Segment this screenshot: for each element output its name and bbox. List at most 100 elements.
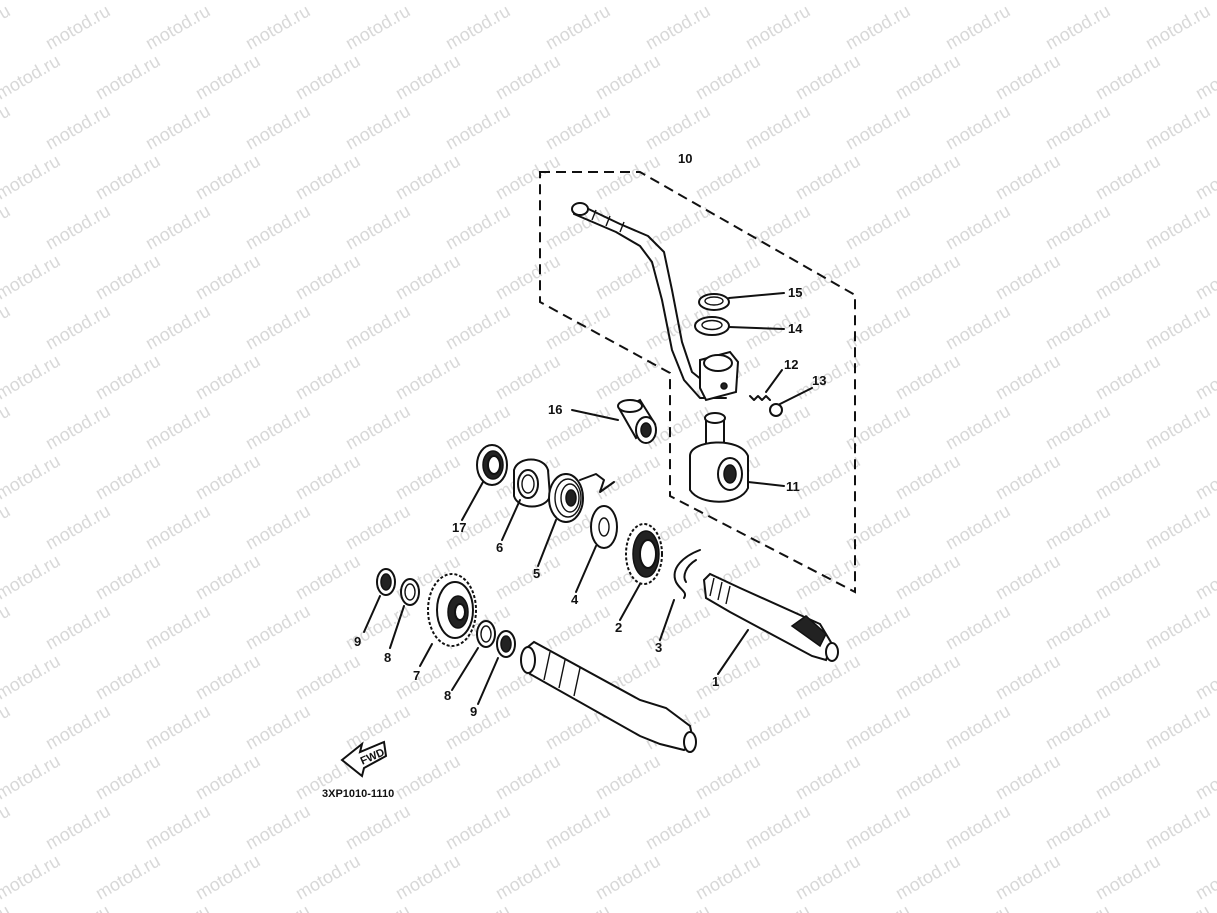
washer-14 [694, 316, 785, 336]
watermark-text: motod.ru [742, 1, 814, 54]
watermark-text: motod.ru [42, 801, 114, 854]
clip-3 [659, 549, 701, 641]
watermark-text: motod.ru [792, 451, 864, 504]
watermark-text: motod.ru [542, 1, 614, 54]
watermark-text: motod.ru [392, 251, 464, 304]
watermark-text: motod.ru [42, 701, 114, 754]
watermark-text: motod.ru [42, 201, 114, 254]
watermark-text: motod.ru [1042, 201, 1114, 254]
callout-15: 15 [788, 285, 802, 300]
ball-13 [769, 387, 813, 417]
watermark-text: motod.ru [742, 801, 814, 854]
watermark-text: motod.ru [42, 401, 114, 454]
callout-9a: 9 [354, 634, 361, 649]
watermark-text: motod.ru [1192, 851, 1217, 904]
watermark-text: motod.ru [142, 801, 214, 854]
watermark-text: motod.ru [492, 151, 564, 204]
watermark-text: motod.ru [142, 901, 214, 913]
watermark-text: motod.ru [92, 351, 164, 404]
watermark-text: motod.ru [592, 351, 664, 404]
watermark-text: motod.ru [892, 851, 964, 904]
watermark-text: motod.ru [292, 851, 364, 904]
watermark-text: motod.ru [1042, 901, 1114, 913]
watermark-text: motod.ru [842, 701, 914, 754]
callout-10: 10 [678, 151, 692, 166]
watermark-text: motod.ru [42, 101, 114, 154]
watermark-text: motod.ru [892, 151, 964, 204]
watermark-text: motod.ru [1192, 751, 1217, 804]
watermark-text: motod.ru [1042, 1, 1114, 54]
watermark-text: motod.ru [492, 851, 564, 904]
watermark-text: motod.ru [992, 151, 1064, 204]
circlip-15 [698, 292, 785, 311]
watermark-text: motod.ru [442, 301, 514, 354]
watermark-text: motod.ru [192, 851, 264, 904]
watermark-text: motod.ru [1042, 501, 1114, 554]
watermark-text: motod.ru [542, 901, 614, 913]
watermark-text: motod.ru [992, 751, 1064, 804]
watermark-text: motod.ru [192, 251, 264, 304]
watermark-text: motod.ru [442, 101, 514, 154]
watermark-text: motod.ru [642, 601, 714, 654]
watermark-text: motod.ru [342, 501, 414, 554]
watermark-text: motod.ru [1042, 601, 1114, 654]
watermark-text: motod.ru [42, 601, 114, 654]
watermark-text: motod.ru [192, 351, 264, 404]
watermark-text: motod.ru [192, 151, 264, 204]
watermark-text: motod.ru [242, 701, 314, 754]
watermark-text: motod.ru [642, 801, 714, 854]
watermark-text: motod.ru [842, 201, 914, 254]
watermark-text: motod.ru [692, 151, 764, 204]
watermark-text: motod.ru [1042, 301, 1114, 354]
bearing-17 [461, 444, 508, 521]
watermark-text: motod.ru [842, 601, 914, 654]
watermark-text: motod.ru [242, 501, 314, 554]
watermark-text: motod.ru [142, 701, 214, 754]
watermark-text: motod.ru [442, 201, 514, 254]
watermark-text: motod.ru [392, 651, 464, 704]
callout-4: 4 [571, 592, 579, 607]
fwd-label: FWD [359, 746, 387, 767]
watermark-text: motod.ru [942, 201, 1014, 254]
watermark-text: motod.ru [792, 351, 864, 404]
spring-12 [749, 369, 783, 401]
watermark-text: motod.ru [0, 601, 14, 654]
watermark-text: motod.ru [242, 901, 314, 913]
watermark-text: motod.ru [942, 601, 1014, 654]
watermark-text: motod.ru [992, 851, 1064, 904]
watermark-text: motod.ru [692, 851, 764, 904]
watermark-text: motod.ru [292, 51, 364, 104]
watermark-text: motod.ru [442, 701, 514, 754]
watermark-text: motod.ru [842, 1, 914, 54]
watermark-text: motod.ru [692, 751, 764, 804]
watermark-text: motod.ru [692, 51, 764, 104]
watermark-text: motod.ru [92, 451, 164, 504]
watermark-text: motod.ru [992, 551, 1064, 604]
watermark-text: motod.ru [1192, 151, 1217, 204]
watermark-text: motod.ru [792, 251, 864, 304]
watermark-text: motod.ru [842, 501, 914, 554]
watermark-text: motod.ru [1142, 101, 1214, 154]
watermark-text: motod.ru [392, 451, 464, 504]
watermark-text: motod.ru [1092, 351, 1164, 404]
watermark-text: motod.ru [1142, 1, 1214, 54]
watermark-text: motod.ru [642, 101, 714, 154]
watermark-text: motod.ru [292, 451, 364, 504]
watermark-text: motod.ru [1092, 151, 1164, 204]
watermark-text: motod.ru [42, 301, 114, 354]
watermark-text: motod.ru [1142, 601, 1214, 654]
watermark-text: motod.ru [342, 901, 414, 913]
callout-12: 12 [784, 357, 798, 372]
watermark-text: motod.ru [842, 901, 914, 913]
watermark-text: motod.ru [892, 251, 964, 304]
watermark-text: motod.ru [242, 401, 314, 454]
watermark-text: motod.ru [442, 801, 514, 854]
callout-14: 14 [788, 321, 803, 336]
collar-6 [501, 458, 552, 541]
watermark-text: motod.ru [342, 1, 414, 54]
watermark-text: motod.ru [342, 101, 414, 154]
watermark-text: motod.ru [1142, 801, 1214, 854]
watermark-text: motod.ru [1192, 251, 1217, 304]
watermark-text: motod.ru [292, 151, 364, 204]
watermark-text: motod.ru [942, 701, 1014, 754]
